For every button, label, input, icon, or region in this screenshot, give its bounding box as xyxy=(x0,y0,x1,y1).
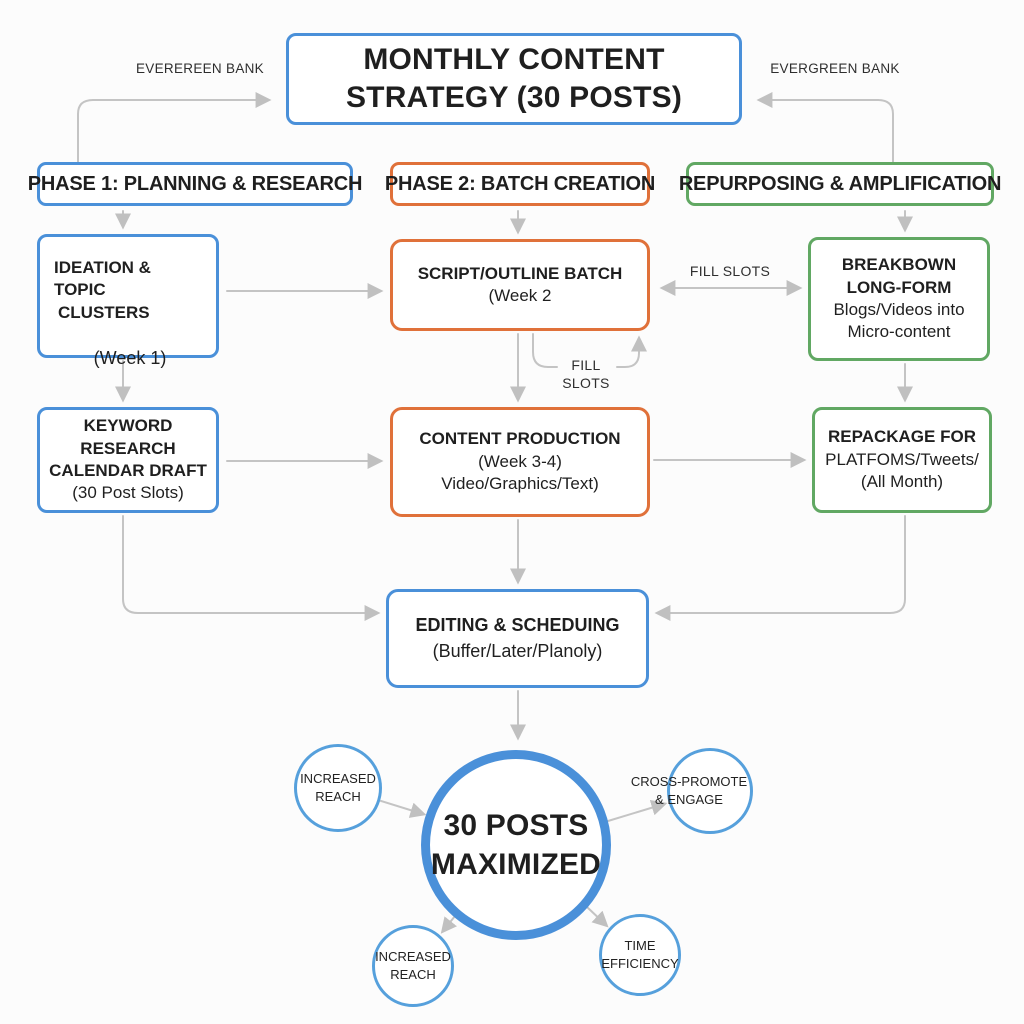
arrow-main-to-satellite-bottomleft xyxy=(440,915,458,934)
evergreen-bank-label-left: EVEREREEN BANK xyxy=(136,61,264,76)
phase-3-header: REPURPOSING & AMPLIFICATION xyxy=(679,162,1001,206)
breakdown-long-form-box: BREAKBOWN LONG-FORM Blogs/Videos into Mi… xyxy=(808,237,990,361)
content-production-box: CONTENT PRODUCTION (Week 3-4) Video/Grap… xyxy=(390,407,650,517)
arrow-repackage-to-editing xyxy=(654,515,906,621)
satellite-tr-line-1: CROSS-PROMOTE xyxy=(630,774,748,790)
repackage-line-2: PLATFOMS/Tweets/ xyxy=(825,449,979,469)
satellite-br-line-2: EFFICIENCY xyxy=(601,956,679,971)
production-line-3: Video/Graphics/Text) xyxy=(441,474,599,494)
keyword-line-1: KEYWORD RESEARCH xyxy=(80,416,176,458)
satellite-br-line-1: TIME xyxy=(624,938,656,954)
title-line-1: MONTHLY CONTENT xyxy=(363,42,665,76)
script-line-2: (Week 2 xyxy=(488,286,552,305)
satellite-time-efficiency: TIME EFFICIENCY xyxy=(599,914,681,996)
editing-line-1: EDITING & SCHEDUING xyxy=(415,615,620,636)
keyword-line-3: (30 Post Slots) xyxy=(72,483,184,503)
ideation-line-1: IDEATION & TOPIC xyxy=(54,258,151,300)
production-line-2: (Week 3-4) xyxy=(478,451,562,471)
repackage-box: REPACKAGE FOR PLATFOMS/Tweets/ (All Mont… xyxy=(812,407,992,513)
satellite-cross-promote: CROSS-PROMOTE & ENGAGE xyxy=(631,748,753,834)
phase-2-header: PHASE 2: BATCH CREATION xyxy=(385,162,655,206)
ideation-topic-clusters-box: IDEATION & TOPIC CLUSTERS (Week 1) xyxy=(37,234,219,368)
result-main-circle: 30 POSTS MAXIMIZED xyxy=(421,750,611,940)
arrow-keyword-to-editing xyxy=(122,515,381,621)
editing-line-2: (Buffer/Later/Planoly) xyxy=(432,640,603,661)
satellite-increased-reach-bottom: INCREASED REACH xyxy=(372,925,454,1007)
phase-1-label: PHASE 1: PLANNING & RESEARCH xyxy=(27,172,363,195)
fill-slots-loop-label: FILL SLOTS xyxy=(558,356,614,392)
evergreen-bank-label-right: EVERGREEN BANK xyxy=(770,61,900,76)
phase-1-header: PHASE 1: PLANNING & RESEARCH xyxy=(28,162,362,206)
breakdown-line-2: LONG-FORM xyxy=(846,277,952,297)
arrow-evergreen-right-to-title xyxy=(756,92,894,163)
result-line-2: MAXIMIZED xyxy=(430,848,602,881)
repackage-line-1: REPACKAGE FOR xyxy=(828,427,976,447)
script-outline-batch-box: SCRIPT/OUTLINE BATCH (Week 2 xyxy=(390,239,650,331)
satellite-tr-line-2: & ENGAGE xyxy=(655,792,723,807)
satellite-bl-line-2: REACH xyxy=(390,967,436,982)
breakdown-line-3: Blogs/Videos into xyxy=(833,300,965,319)
phase-3-label: REPURPOSING & AMPLIFICATION xyxy=(678,172,1002,195)
arrow-fill-loop-right xyxy=(616,335,647,368)
fill-slots-label: FILL SLOTS xyxy=(689,263,771,279)
keyword-line-2: CALENDAR DRAFT xyxy=(49,461,207,480)
fill-slots-loop-line-2: SLOTS xyxy=(562,375,610,392)
phase-2-label: PHASE 2: BATCH CREATION xyxy=(384,172,656,195)
title-box: MONTHLY CONTENT STRATEGY (30 POSTS) xyxy=(286,33,742,125)
repackage-line-3: (All Month) xyxy=(860,472,944,492)
title-line-2: STRATEGY (30 POSTS) xyxy=(345,81,683,114)
production-line-1: CONTENT PRODUCTION xyxy=(419,429,621,449)
arrow-evergreen-left-to-title xyxy=(77,92,272,163)
script-line-1: SCRIPT/OUTLINE BATCH xyxy=(417,263,623,283)
result-line-1: 30 POSTS xyxy=(443,809,589,842)
satellite-bl-line-1: INCREASED xyxy=(375,949,451,965)
breakdown-line-1: BREAKBOWN xyxy=(841,255,957,275)
ideation-subtitle: (Week 1) xyxy=(93,348,167,369)
arrow-fill-loop-left xyxy=(532,333,558,368)
editing-scheduling-box: EDITING & SCHEDUING (Buffer/Later/Planol… xyxy=(386,589,649,688)
satellite-tl-line-1: INCREASED xyxy=(300,771,376,787)
keyword-research-box: KEYWORD RESEARCH CALENDAR DRAFT (30 Post… xyxy=(37,407,219,513)
ideation-line-2: CLUSTERS xyxy=(58,302,150,322)
breakdown-line-4: Micro-content xyxy=(847,322,951,342)
arrow-main-to-satellite-bottomright xyxy=(586,906,609,928)
arrow-satellite-topleft-to-main xyxy=(380,800,427,818)
satellite-increased-reach-top: INCREASED REACH xyxy=(294,744,382,832)
fill-slots-loop-line-1: FILL xyxy=(571,357,601,373)
satellite-tl-line-2: REACH xyxy=(315,789,361,804)
